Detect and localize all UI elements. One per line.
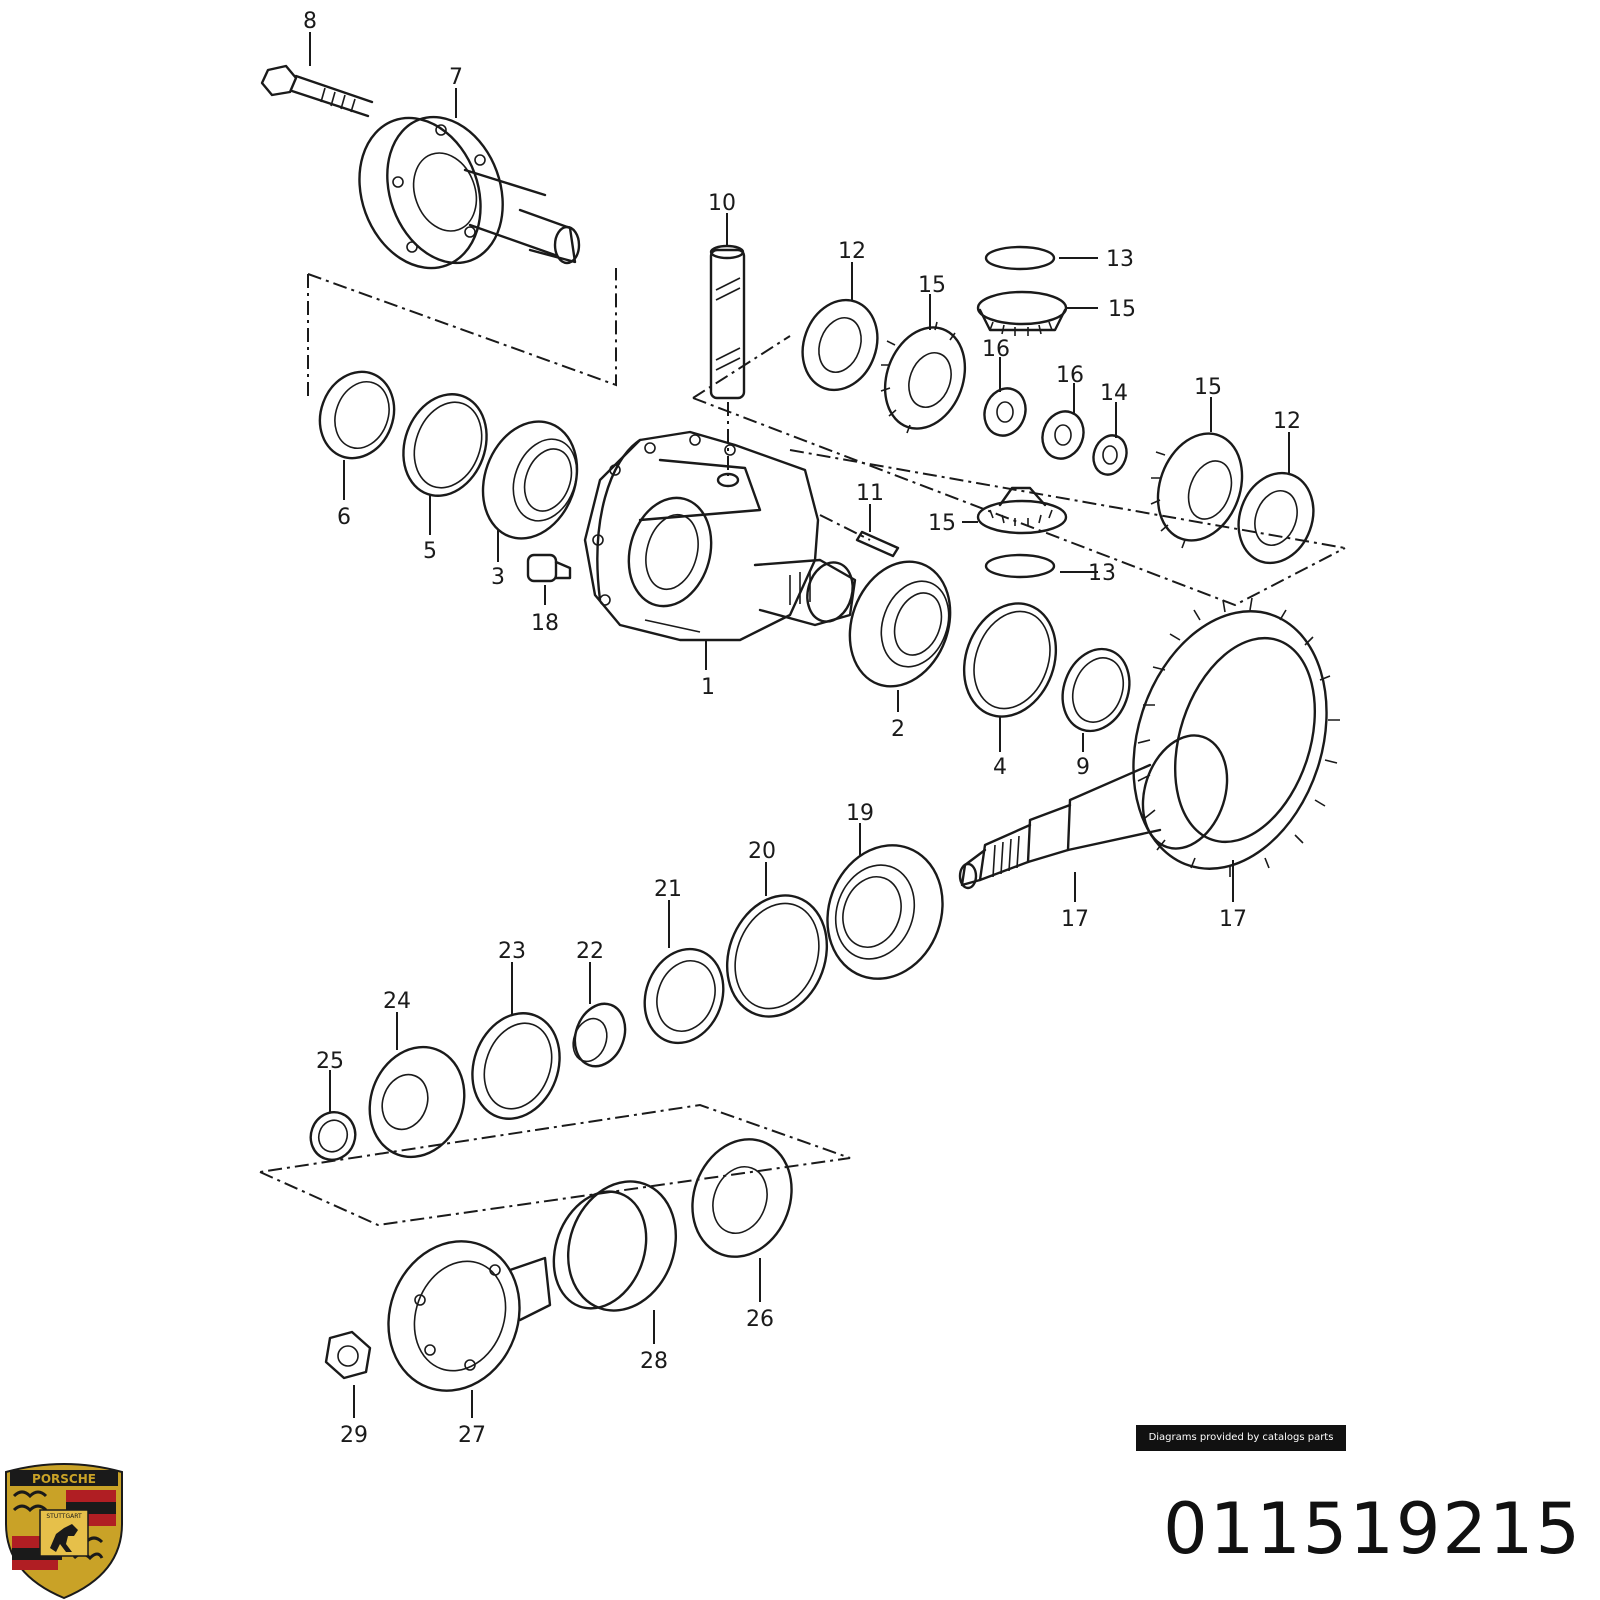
part-23-shim[interactable]: [458, 1001, 574, 1131]
part-25-washer[interactable]: [304, 1106, 362, 1166]
callout-1: 1: [701, 675, 715, 700]
logo-subtext: STUTTGART: [46, 1513, 82, 1520]
part-number: 011519215: [1163, 1488, 1582, 1570]
part-11-roll-pin[interactable]: [855, 530, 900, 558]
callout-24: 24: [383, 989, 411, 1014]
callout-17-shaft: 17: [1061, 907, 1089, 932]
part-13-thrust-washer-bottom[interactable]: [984, 553, 1056, 579]
part-20-shim[interactable]: [711, 881, 844, 1030]
part-17-pinion-shaft[interactable]: [958, 724, 1241, 890]
callout-2: 2: [891, 717, 905, 742]
part-14-ring[interactable]: [1088, 431, 1132, 480]
logo-text: PORSCHE: [32, 1472, 96, 1486]
assembly-lines: [259, 268, 1346, 1227]
callout-8: 8: [303, 9, 317, 34]
part-2-bearing[interactable]: [833, 547, 967, 700]
part-16-ring-right-inner: [1054, 424, 1072, 446]
callout-21: 21: [654, 877, 682, 902]
part-16-ring-right[interactable]: [1036, 406, 1090, 465]
callout-3: 3: [491, 565, 505, 590]
callout-numbers: 8 7 10 12 15 13 15 16 16 14 15 12 11 15 …: [303, 9, 1301, 1448]
part-16-ring-left[interactable]: [978, 383, 1032, 442]
part-17-ring-gear[interactable]: [1102, 586, 1359, 894]
callout-17-gear: 17: [1219, 907, 1247, 932]
callout-15-top: 15: [1108, 297, 1136, 322]
part-18-plug[interactable]: [526, 553, 572, 583]
callout-22: 22: [576, 939, 604, 964]
part-12-washer-lower[interactable]: [1226, 462, 1325, 573]
part-22-spacer[interactable]: [567, 997, 634, 1074]
callout-11: 11: [856, 481, 884, 506]
callout-7: 7: [449, 65, 463, 90]
porsche-crest-logo: PORSCHE STUTTGART: [5, 1463, 123, 1600]
part-12-washer-upper[interactable]: [790, 289, 889, 400]
callout-16-left: 16: [982, 337, 1010, 362]
part-21-seal[interactable]: [632, 938, 736, 1054]
diagram-credit-badge: Diagrams provided by catalogs parts: [1136, 1425, 1346, 1451]
callout-5: 5: [423, 539, 437, 564]
callout-13-bottom: 13: [1088, 561, 1116, 586]
part-13-thrust-washer-top[interactable]: [984, 245, 1056, 271]
part-3-bearing[interactable]: [467, 408, 593, 552]
part-29-nut[interactable]: [324, 1330, 372, 1380]
part-16-ring-left-inner: [996, 401, 1014, 423]
part-15-bevel-gear-left[interactable]: [872, 316, 979, 440]
part-9-seal[interactable]: [1052, 640, 1141, 741]
part-5-shim[interactable]: [390, 382, 501, 507]
callout-20: 20: [748, 839, 776, 864]
part-4-shim[interactable]: [949, 590, 1071, 729]
callout-25: 25: [316, 1049, 344, 1074]
callout-29: 29: [340, 1423, 368, 1448]
part-26-seal[interactable]: [676, 1125, 807, 1271]
part-15-bevel-gear-top[interactable]: [976, 290, 1068, 336]
part-8-bolt[interactable]: [260, 64, 374, 118]
callout-13-top: 13: [1106, 247, 1134, 272]
callout-14: 14: [1100, 381, 1128, 406]
callout-15-right: 15: [1194, 375, 1222, 400]
callout-6: 6: [337, 505, 351, 530]
part-7-flange-shaft[interactable]: [339, 101, 581, 285]
callout-10: 10: [708, 191, 736, 216]
part-15-bevel-gear-bottom[interactable]: [976, 486, 1068, 535]
callout-18: 18: [531, 611, 559, 636]
part-27-flange[interactable]: [368, 1223, 552, 1410]
callout-12-lower: 12: [1273, 409, 1301, 434]
part-1-differential-housing[interactable]: [583, 430, 859, 642]
part-12-washer-upper-inner: [818, 317, 862, 373]
part-15-bevel-gear-right[interactable]: [1144, 422, 1257, 553]
callout-28: 28: [640, 1349, 668, 1374]
part-10-pin[interactable]: [709, 244, 746, 400]
callout-26: 26: [746, 1307, 774, 1332]
callout-23: 23: [498, 939, 526, 964]
part-19-bearing[interactable]: [809, 829, 961, 995]
callout-15-bottom: 15: [928, 511, 956, 536]
leader-lines: [309, 32, 1290, 1418]
part-28-sleeve[interactable]: [538, 1166, 693, 1326]
callout-27: 27: [458, 1423, 486, 1448]
part-24-bearing[interactable]: [355, 1034, 480, 1171]
callout-19: 19: [846, 801, 874, 826]
part-6-seal[interactable]: [308, 361, 406, 468]
part-14-ring-inner: [1102, 445, 1118, 465]
callout-15-left: 15: [918, 273, 946, 298]
callout-16-right: 16: [1056, 363, 1084, 388]
callout-9: 9: [1076, 755, 1090, 780]
callout-12-upper: 12: [838, 239, 866, 264]
part-12-washer-lower-inner: [1254, 490, 1298, 546]
callout-4: 4: [993, 755, 1007, 780]
